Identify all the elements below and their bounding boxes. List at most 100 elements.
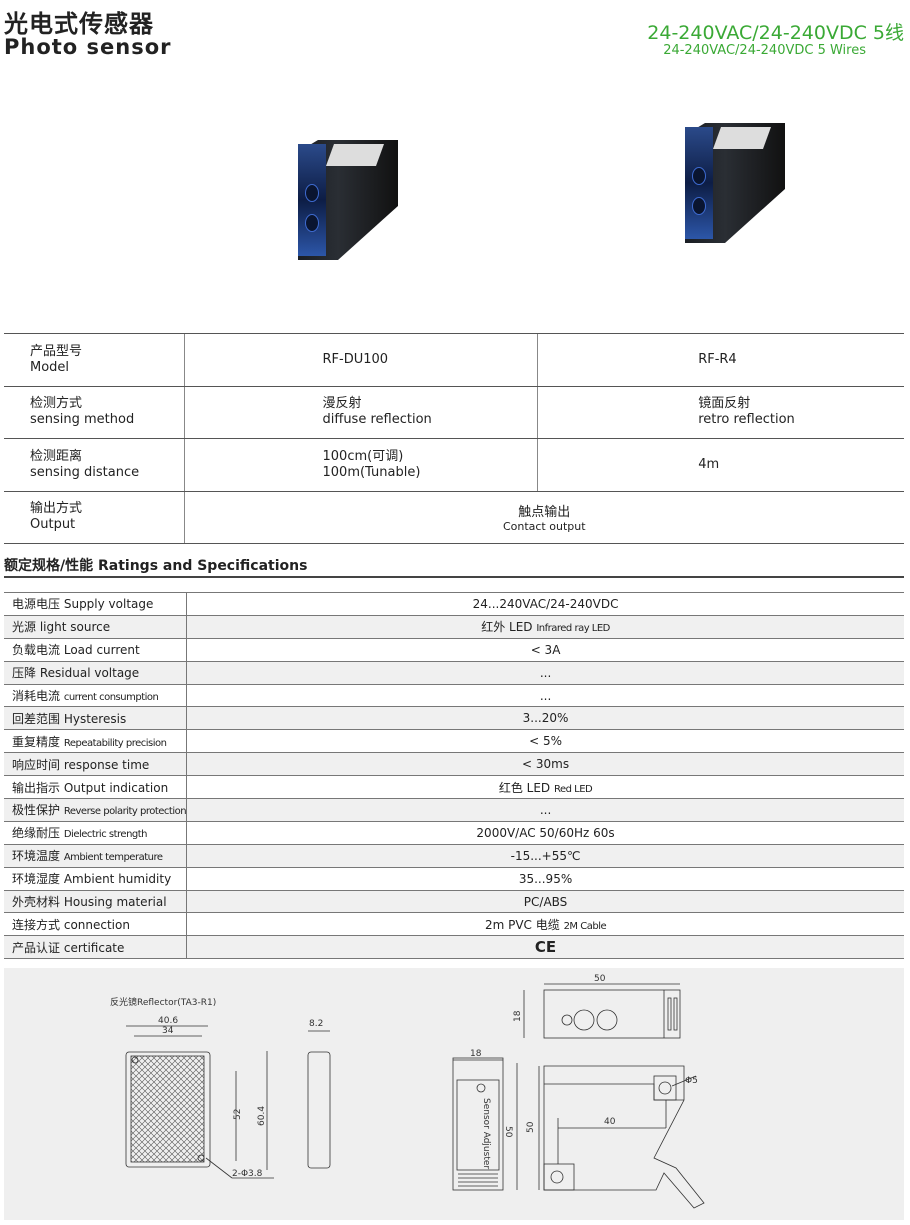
page-title-cn: 光电式传感器 xyxy=(4,10,154,38)
spec-value-main: PC/ABS xyxy=(523,894,568,909)
spec-label-en: connection xyxy=(63,917,130,932)
spec-value-en: 2M Cable xyxy=(563,920,607,932)
spec-label-en: Residual voltage xyxy=(39,666,140,681)
model-b: RF-R4 xyxy=(537,333,904,387)
spec-label: 产品认证 certificate xyxy=(4,935,188,960)
spec-label-en: Output indication xyxy=(63,780,169,795)
reflector-side-view xyxy=(307,1030,331,1169)
voltage-cn: 24-240VAC/24-240VDC 5线 xyxy=(647,22,904,44)
spec-label: 极性保护 Reverse polarity protection xyxy=(4,798,188,822)
spec-label: 消耗电流 current consumption xyxy=(4,684,188,708)
label-en: sensing distance xyxy=(30,464,140,480)
table-row: 连接方式 connection 2m PVC 电缆 2M Cable xyxy=(4,912,904,937)
table-row: 产品认证 certificate CE xyxy=(4,935,904,960)
page-title-en: Photo sensor xyxy=(4,35,172,59)
spec-value-main: < 3A xyxy=(530,642,561,657)
dim-label: Φ5 xyxy=(685,1076,698,1086)
dim-label: 50 xyxy=(594,974,606,984)
table-row: 回差范围 Hysteresis 3...20% xyxy=(4,706,904,731)
sensor-adjuster-label: Sensor Adjuster xyxy=(481,1098,491,1169)
spec-label-en: current consumption xyxy=(63,692,159,703)
sensor-side-view xyxy=(452,1057,518,1191)
dim-label: 2-Φ3.8 xyxy=(232,1169,263,1179)
table-row: 绝缘耐压 Dielectric strength 2000V/AC 50/60H… xyxy=(4,821,904,845)
spec-value-main: < 5% xyxy=(529,734,562,749)
dim-label: 40 xyxy=(604,1117,616,1127)
product-image-rf-du100 xyxy=(290,122,410,272)
spec-label-cn: 环境温度 xyxy=(12,849,61,864)
spec-label: 绝缘耐压 Dielectric strength xyxy=(4,821,188,845)
spec-value: 2m PVC 电缆 2M Cable xyxy=(186,912,904,937)
dim-label: 60.4 xyxy=(257,1106,267,1126)
value-en: retro reflection xyxy=(698,412,795,428)
spec-label-en: Reverse polarity protection xyxy=(63,806,187,818)
table-row: 输出指示 Output indication 红色 LED Red LED xyxy=(4,775,904,800)
table-row: 负载电流 Load current < 3A xyxy=(4,638,904,662)
spec-label-en: Load current xyxy=(63,643,140,658)
label-cn: 输出方式 xyxy=(30,501,83,517)
spec-value-en: Infrared ray LED xyxy=(536,623,610,635)
spec-value-main: 3...20% xyxy=(522,711,569,726)
value-en: diffuse reflection xyxy=(322,412,432,428)
spec-label: 负载电流 Load current xyxy=(4,638,188,662)
spec-value: 红色 LED Red LED xyxy=(186,775,904,800)
spec-value-main: 红色 LED xyxy=(498,780,551,795)
spec-value: 24...240VAC/24-240VDC xyxy=(186,592,904,616)
table-row: 压降 Residual voltage ... xyxy=(4,661,904,685)
spec-label-cn: 产品认证 xyxy=(12,940,61,955)
spec-value-main: 24...240VAC/24-240VDC xyxy=(472,596,619,611)
spec-label-en: Dielectric strength xyxy=(63,829,148,841)
value-en: 100m(Tunable) xyxy=(322,464,421,480)
spec-label: 回差范围 Hysteresis xyxy=(4,706,188,731)
table-row: 环境温度 Ambient temperature -15...+55℃ xyxy=(4,844,904,868)
model-a: RF-DU100 xyxy=(183,333,538,387)
dim-label: 18 xyxy=(470,1049,482,1059)
value: 4m xyxy=(537,438,904,492)
spec-value: CE xyxy=(186,935,904,960)
table-row: 极性保护 Reverse polarity protection ... xyxy=(4,798,904,822)
sensor-top-view xyxy=(523,983,681,1039)
label-en: Output xyxy=(30,517,76,533)
ce-mark: CE xyxy=(534,938,557,957)
spec-label-cn: 光源 xyxy=(12,620,37,635)
spec-value: 2000V/AC 50/60Hz 60s xyxy=(186,821,904,845)
spec-label-cn: 负载电流 xyxy=(12,643,61,658)
spec-value-main: ... xyxy=(539,688,552,703)
value-en: Contact output xyxy=(502,520,586,534)
spec-label-en: response time xyxy=(63,757,150,772)
spec-label-en: Supply voltage xyxy=(63,597,154,612)
reflector-title: 反光镜Reflector(TA3-R1) xyxy=(110,996,216,1008)
spec-label-cn: 极性保护 xyxy=(12,803,61,818)
spec-value: ... xyxy=(186,684,904,708)
dim-label: 18 xyxy=(513,1010,523,1022)
spec-value-main: 红外 LED xyxy=(481,620,533,635)
table-row: 消耗电流 current consumption ... xyxy=(4,684,904,708)
value-cn: 镜面反射 xyxy=(698,396,751,412)
spec-label-cn: 电源电压 xyxy=(12,597,61,612)
spec-label-en: Repeatability precision xyxy=(63,737,167,749)
spec-label: 环境湿度 Ambient humidity xyxy=(4,867,188,891)
voltage-en: 24-240VAC/24-240VDC 5 Wires xyxy=(663,43,866,58)
spec-label-cn: 回差范围 xyxy=(12,711,61,726)
label-en: Model xyxy=(30,359,70,375)
spec-label-en: certificate xyxy=(63,940,125,955)
spec-label: 响应时间 response time xyxy=(4,752,188,777)
spec-value-main: 35...95% xyxy=(518,871,573,886)
spec-value: 3...20% xyxy=(186,706,904,731)
reflector-front-view xyxy=(125,1025,274,1179)
dim-label: 40.6 xyxy=(158,1016,178,1026)
spec-label: 压降 Residual voltage xyxy=(4,661,188,685)
spec-value-main: 2000V/AC 50/60Hz 60s xyxy=(476,825,615,840)
table-row: 外壳材料 Housing material PC/ABS xyxy=(4,890,904,914)
spec-heading: 额定规格/性能 Ratings and Specifications xyxy=(4,558,308,574)
spec-label: 外壳材料 Housing material xyxy=(4,890,188,914)
spec-value: < 5% xyxy=(186,729,904,754)
dim-label: 52 xyxy=(233,1109,243,1120)
spec-label: 光源 light source xyxy=(4,615,188,639)
spec-label-cn: 环境湿度 xyxy=(12,872,61,887)
spec-label-cn: 连接方式 xyxy=(12,917,61,932)
